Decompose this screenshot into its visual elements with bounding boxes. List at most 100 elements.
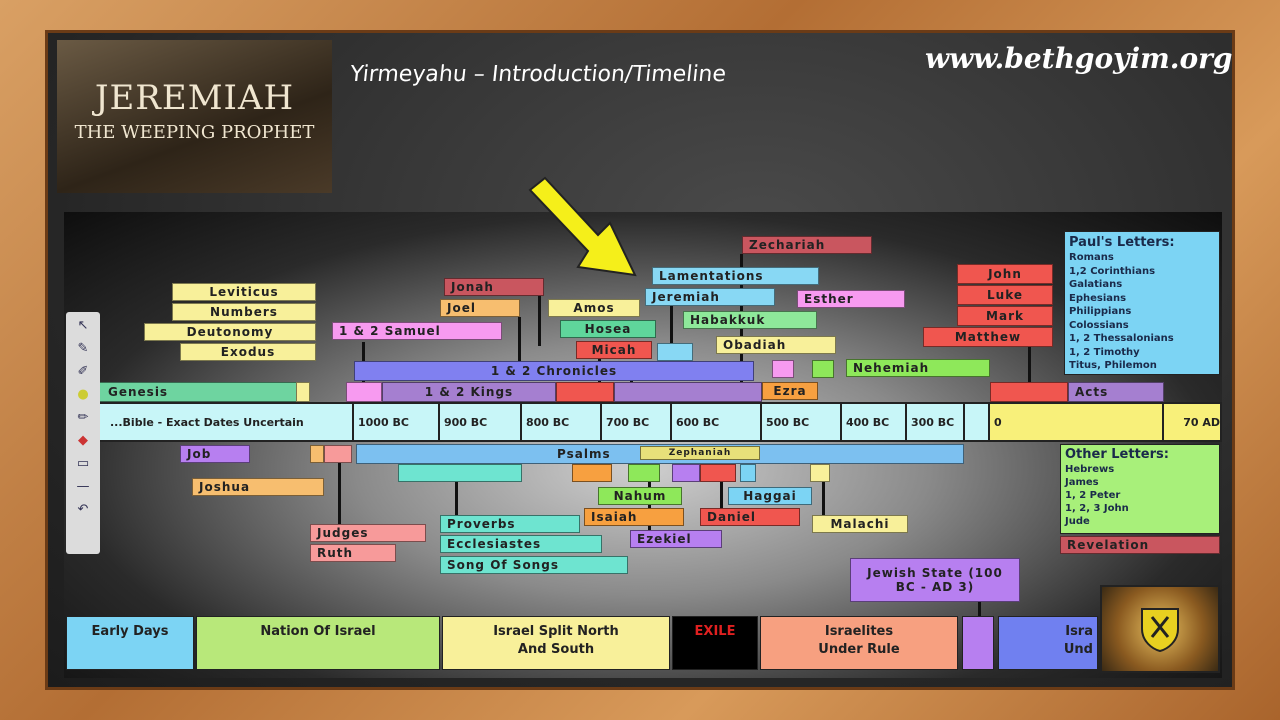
book-mark: Mark (957, 306, 1053, 326)
jeremiah-span (657, 343, 693, 361)
era-israelites-under-rule: Israelites Under Rule (760, 616, 958, 670)
book-acts: Acts (1068, 382, 1164, 402)
joshua-span (310, 445, 324, 463)
book-kings: 1 & 2 Kings (382, 382, 556, 402)
pen-tool-icon[interactable]: ✎ (77, 341, 89, 356)
book-nehemiah: Nehemiah (846, 359, 990, 377)
timeline-cell: 0 (988, 402, 1164, 442)
book-song-of-songs: Song Of Songs (440, 556, 628, 574)
timeline-cell: 1000 BC (352, 402, 440, 442)
book-haggai: Haggai (728, 487, 812, 505)
era-israel-under-rome: Isra Und (998, 616, 1098, 670)
book-numbers: Numbers (172, 303, 316, 321)
other-letter: Hebrews (1065, 464, 1115, 475)
timeline-cell: 700 BC (600, 402, 672, 442)
book-joel: Joel (440, 299, 520, 317)
pauls-letter: Galatians (1069, 279, 1123, 290)
book-micah: Micah (576, 341, 652, 359)
pauls-letters-title: Paul's Letters: (1069, 235, 1175, 250)
pauls-letter: 1, 2 Thessalonians (1069, 333, 1174, 344)
samuel-span (346, 382, 382, 402)
haggai-span (740, 464, 756, 482)
timeline-cell: 400 BC (840, 402, 907, 442)
era-exile: EXILE (672, 616, 758, 670)
pauls-letter: 1, 2 Timothy (1069, 346, 1140, 358)
line-tool-icon[interactable]: — (76, 479, 90, 494)
micah-span (556, 382, 614, 402)
timeline-cell: 300 BC (905, 402, 965, 442)
book-matthew: Matthew (923, 327, 1053, 347)
other-letters-title: Other Letters: (1065, 447, 1169, 462)
wisdom-span (398, 464, 522, 482)
eraser-tool-icon[interactable]: ✏ (77, 410, 89, 425)
book-isaiah: Isaiah (584, 508, 684, 526)
book-leviticus: Leviticus (172, 283, 316, 301)
other-letter: 1, 2 Peter (1065, 490, 1121, 501)
pauls-letter: 1,2 Corinthians (1069, 265, 1156, 277)
undo-icon[interactable]: ↶ (77, 502, 89, 517)
annotation-toolbar: ↖ ✎ ✐ ● ✏ ◆ ▭ — ↶ (66, 312, 100, 554)
jewish-state-box: Jewish State (100 BC - AD 3) (850, 558, 1020, 602)
book-lamentations: Lamentations (652, 267, 819, 285)
era-jewish-state (962, 616, 994, 670)
pointer-tool-icon[interactable]: ↖ (77, 318, 89, 333)
screen-tool-icon[interactable]: ▭ (76, 456, 90, 471)
book-ecclesiastes: Ecclesiastes (440, 535, 602, 553)
site-url: www.bethgoyim.org (925, 42, 1233, 75)
banner-subtitle: THE WEEPING PROPHET (74, 122, 315, 143)
timeline-cell: 900 BC (438, 402, 522, 442)
book-samuel: 1 & 2 Samuel (332, 322, 502, 340)
color-tool-icon[interactable]: ● (77, 387, 89, 402)
shield-icon (1141, 608, 1179, 653)
book-chronicles: 1 & 2 Chronicles (354, 361, 754, 381)
pauls-letter: Titus, Philemon (1069, 360, 1157, 371)
era-nation-of-israel: Nation Of Israel (196, 616, 440, 670)
book-jeremiah: Jeremiah (645, 288, 775, 306)
connector-line (455, 478, 458, 516)
other-letter: 1, 2, 3 John (1065, 503, 1129, 514)
connector-line (822, 478, 825, 516)
timeline-cell (963, 402, 990, 442)
book-ezra: Ezra (762, 382, 818, 400)
book-proverbs: Proverbs (440, 515, 580, 533)
timeline-cell: ...Bible - Exact Dates Uncertain (70, 402, 354, 442)
esther-span (772, 360, 794, 378)
book-habakkuk: Habakkuk (683, 311, 817, 329)
book-john: John (957, 264, 1053, 284)
kings-span (614, 382, 762, 402)
book-daniel: Daniel (700, 508, 800, 526)
marker-tool-icon[interactable]: ◆ (78, 433, 88, 448)
malachi-span (810, 464, 830, 482)
book-esther: Esther (797, 290, 905, 308)
timeline-cell: 70 AD (1162, 402, 1222, 442)
book-ruth: Ruth (310, 544, 396, 562)
book-revelation: Revelation (1060, 536, 1220, 554)
connector-line (720, 480, 723, 510)
highlighter-tool-icon[interactable]: ✐ (77, 364, 89, 379)
connector-line (978, 600, 981, 618)
pauls-letter: Philippians (1069, 306, 1132, 317)
book-job: Job (180, 445, 250, 463)
jeremiah-banner: JEREMIAH THE WEEPING PROPHET (57, 40, 332, 193)
book-deutonomy: Deutonomy (144, 323, 316, 341)
timeline-cell: 500 BC (760, 402, 842, 442)
book-genesis: Genesis (97, 382, 297, 402)
torah-marker (296, 382, 310, 402)
timeline-cell: 800 BC (520, 402, 602, 442)
isaiah-span (572, 464, 612, 482)
book-hosea: Hosea (560, 320, 656, 338)
book-zephaniah: Zephaniah (640, 446, 760, 460)
connector-line (1028, 347, 1031, 387)
pauls-letter: Romans (1069, 252, 1114, 263)
era-split-kingdom: Israel Split North And South (442, 616, 670, 670)
banner-title: JEREMIAH (94, 78, 295, 118)
era-early-days: Early Days (66, 616, 194, 670)
judges-span (324, 445, 352, 463)
book-luke: Luke (957, 285, 1053, 305)
timeline-cell: 600 BC (670, 402, 762, 442)
book-judges: Judges (310, 524, 426, 542)
pauls-letter: Ephesians (1069, 292, 1127, 304)
book-obadiah: Obadiah (716, 336, 836, 354)
connector-line (518, 317, 521, 362)
site-logo (1100, 585, 1220, 673)
